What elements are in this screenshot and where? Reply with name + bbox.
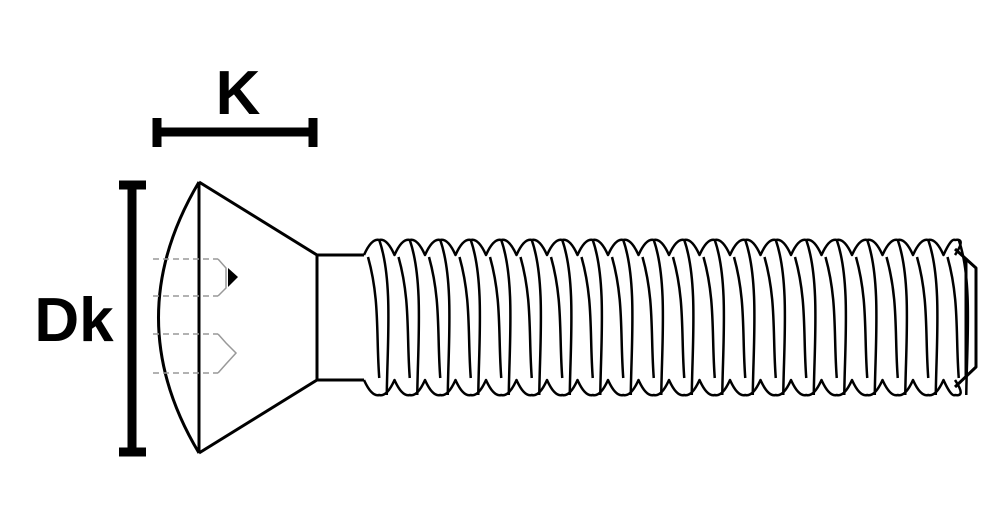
- thread-top-profile: [362, 238, 962, 257]
- thread-crest-line: [896, 239, 909, 396]
- thread-crest-line: [530, 239, 543, 396]
- thread-root-line: [488, 256, 503, 379]
- thread-crest-line: [378, 239, 390, 396]
- thread-crest-line: [805, 239, 817, 396]
- head-top-taper: [198, 180, 318, 257]
- k-label: K: [216, 59, 261, 128]
- thread-root-line: [549, 256, 564, 379]
- thread-bottom-profile: [362, 378, 962, 397]
- thread-root-line: [885, 256, 899, 379]
- screw-shank: [315, 253, 364, 382]
- thread-crest-line: [622, 239, 634, 396]
- thread-crest-line: [774, 239, 787, 396]
- thread-crest-line: [591, 239, 604, 396]
- thread-root-line: [915, 256, 930, 379]
- thread-root-line: [824, 256, 838, 379]
- thread-root-line: [366, 256, 381, 379]
- head-bottom-taper: [198, 378, 318, 455]
- thread-root-line: [397, 256, 411, 379]
- socket-outline-lower: [217, 333, 238, 374]
- thread-crest-line: [683, 239, 695, 396]
- thread-crest-line: [744, 239, 756, 396]
- thread-crest-line: [866, 239, 878, 396]
- head-dome: [157, 181, 201, 454]
- thread-root-line: [427, 256, 442, 379]
- thread-root-line: [763, 256, 777, 379]
- k-dimension: K: [152, 59, 318, 147]
- thread-crest-line: [500, 239, 512, 396]
- thread-crest-line: [835, 239, 848, 396]
- socket-cone-tip: [228, 268, 238, 287]
- thread-end: [953, 247, 978, 389]
- thread-root-line: [458, 256, 472, 379]
- screw-head: [157, 180, 318, 455]
- thread-crest-line: [652, 239, 665, 396]
- thread-root-line: [702, 256, 716, 379]
- socket-outline-upper: [217, 258, 227, 297]
- thread-root-line: [946, 256, 960, 379]
- thread-root-line: [671, 256, 686, 379]
- thread-crest-line: [469, 239, 482, 396]
- dk-dimension: Dk: [34, 180, 146, 457]
- hex-socket-hidden-lines: [153, 258, 238, 374]
- thread-root-line: [519, 256, 533, 379]
- screw-threads: [362, 238, 970, 397]
- thread-root-line: [854, 256, 869, 379]
- thread-crest-line: [561, 239, 573, 396]
- thread-root-line: [732, 256, 747, 379]
- dk-label: Dk: [34, 286, 114, 355]
- thread-root-line: [641, 256, 655, 379]
- thread-crest-line: [713, 239, 726, 396]
- thread-root-line: [610, 256, 625, 379]
- thread-root-line: [793, 256, 808, 379]
- thread-crest-line: [439, 239, 451, 396]
- thread-crest-line: [927, 239, 939, 396]
- thread-root-line: [580, 256, 594, 379]
- thread-crest-line: [408, 239, 421, 396]
